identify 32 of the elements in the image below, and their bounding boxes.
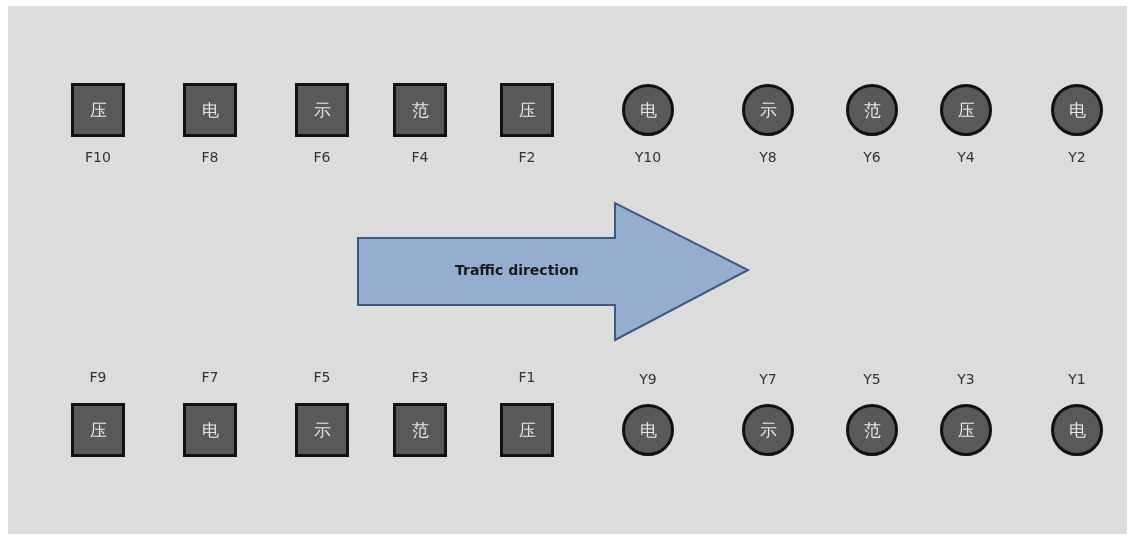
position-label: Y7 (759, 371, 777, 387)
position-label: Y1 (1068, 371, 1086, 387)
square-marker: 电 (183, 83, 237, 137)
position-label: F3 (411, 369, 429, 385)
position-label: Y2 (1068, 149, 1086, 165)
position-label: F2 (518, 149, 536, 165)
block-arrow (356, 201, 751, 343)
position-label: F6 (313, 149, 331, 165)
position-label: Y9 (639, 371, 657, 387)
position-label: F7 (201, 369, 219, 385)
square-marker: 压 (500, 83, 554, 137)
position-label: F10 (85, 149, 111, 165)
square-marker: 压 (71, 83, 125, 137)
position-label: Y5 (863, 371, 881, 387)
position-label: F9 (89, 369, 107, 385)
square-marker: 压 (500, 403, 554, 457)
square-marker: 范 (393, 83, 447, 137)
square-marker: 压 (71, 403, 125, 457)
position-label: F1 (518, 369, 536, 385)
square-marker: 电 (183, 403, 237, 457)
position-label: F5 (313, 369, 331, 385)
arrow-label: Traffic direction (455, 262, 579, 278)
position-label: Y6 (863, 149, 881, 165)
position-label: F8 (201, 149, 219, 165)
square-marker: 示 (295, 403, 349, 457)
square-marker: 示 (295, 83, 349, 137)
square-marker: 范 (393, 403, 447, 457)
position-label: Y10 (634, 149, 662, 165)
position-label: Y4 (957, 149, 975, 165)
position-label: Y8 (759, 149, 777, 165)
position-label: F4 (411, 149, 429, 165)
position-label: Y3 (957, 371, 975, 387)
